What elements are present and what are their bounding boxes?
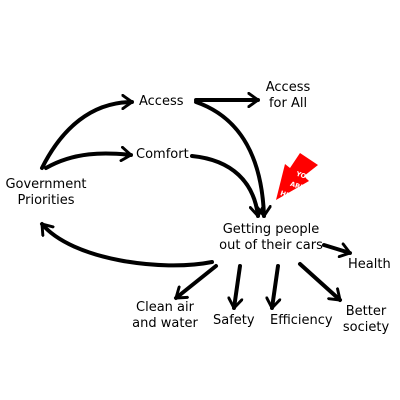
arrow-access-to-getting-people xyxy=(194,100,264,218)
node-comfort: Comfort xyxy=(136,147,189,162)
arrow-getting-people-to-health xyxy=(322,245,352,253)
arrow-getting-people-to-safety xyxy=(234,264,240,310)
node-better-society: Better society xyxy=(342,304,390,335)
you-are-here-arrow-icon xyxy=(276,153,318,200)
node-access: Access xyxy=(139,94,184,109)
arrow-getting-people-to-clean-air xyxy=(174,264,218,300)
arrow-government-to-access xyxy=(40,102,134,170)
arrow-getting-people-to-better-society xyxy=(298,262,342,302)
node-safety: Safety xyxy=(213,313,255,328)
node-clean-air-and-water: Clean air and water xyxy=(132,300,198,331)
node-government-priorities: Government Priorities xyxy=(5,177,87,208)
node-access-for-all: Access for All xyxy=(265,80,311,111)
node-health: Health xyxy=(348,257,391,272)
arrow-government-to-comfort xyxy=(44,153,133,170)
arrow-comfort-to-getting-people xyxy=(190,154,258,218)
arrow-getting-people-to-efficiency xyxy=(272,264,278,310)
node-getting-people-out-of-cars: Getting people out of their cars xyxy=(219,222,323,253)
arrow-getting-people-to-government xyxy=(40,222,214,268)
node-efficiency: Efficiency xyxy=(270,313,333,328)
